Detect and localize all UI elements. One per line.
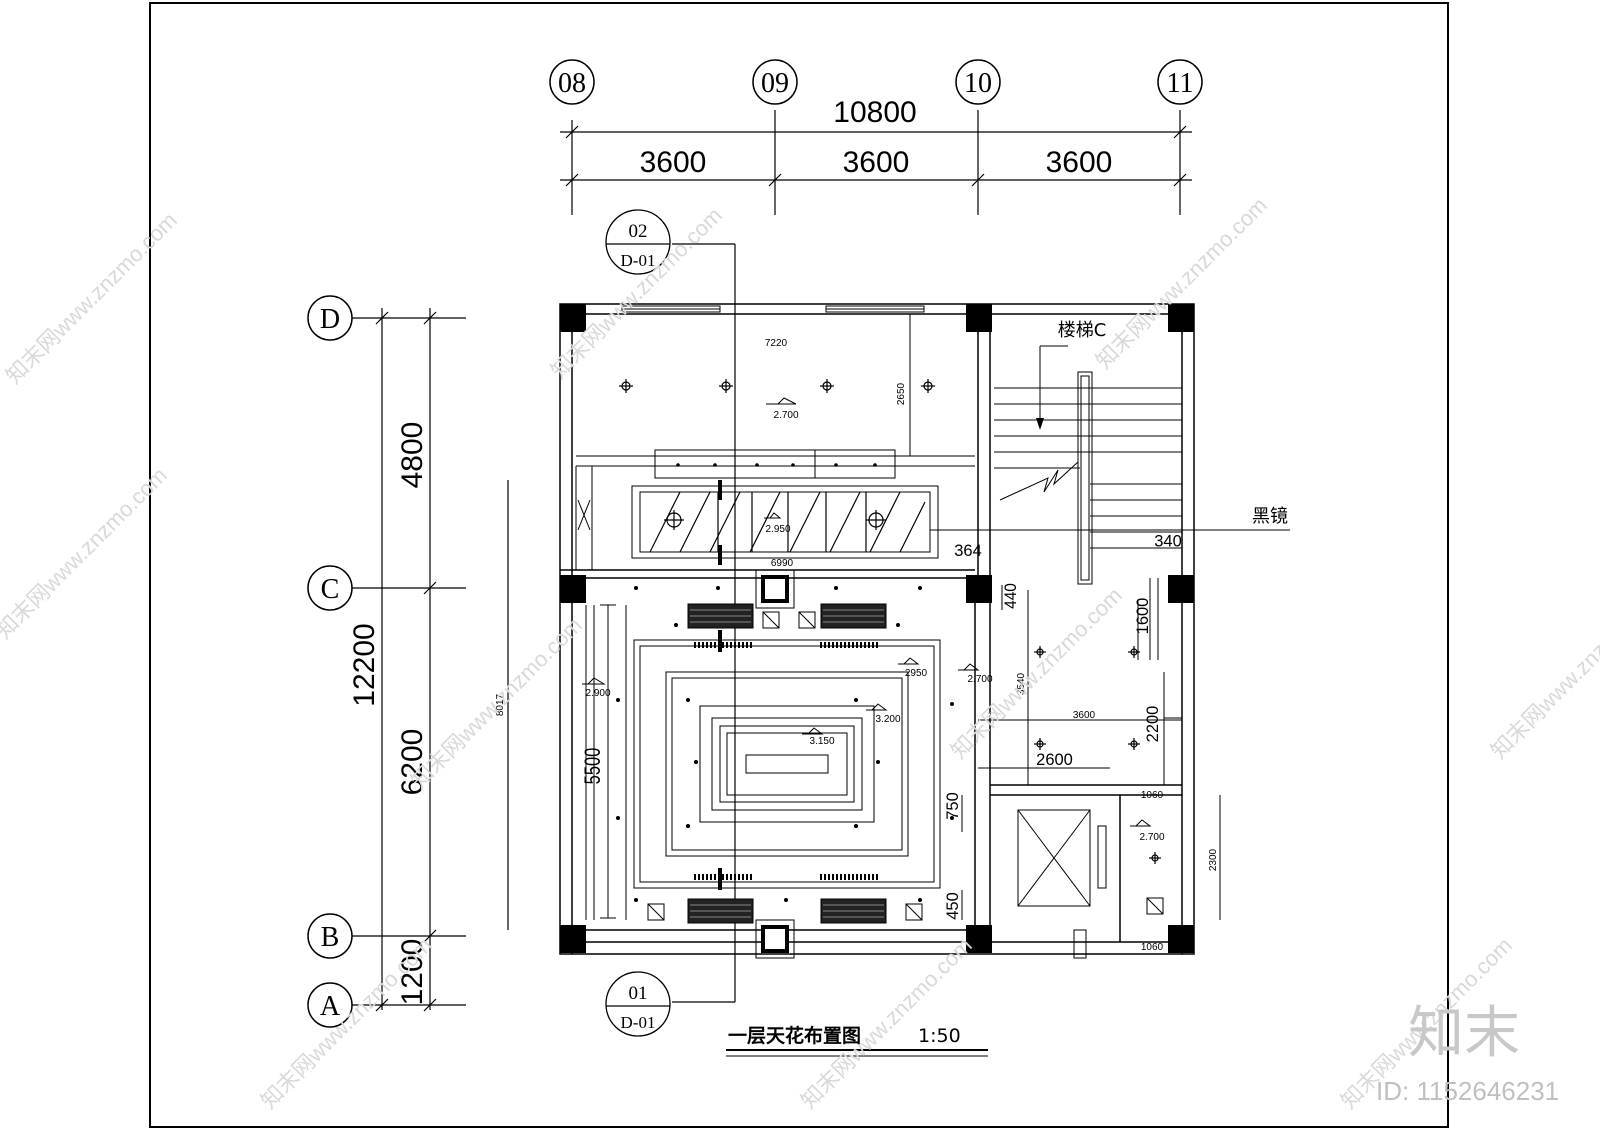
downlight-icons-right: [1034, 646, 1161, 864]
inner-dimension-lines: [600, 585, 1221, 920]
diffuser-lines: [690, 609, 884, 918]
section-mark-02: 02 D-01: [605, 209, 671, 275]
level-7: 3.150: [809, 736, 834, 747]
dim-top-span-1: 3600: [640, 146, 707, 179]
dim-2600: 2600: [1036, 751, 1073, 769]
dim-left-span-1: 4800: [396, 422, 429, 489]
section-01-num: 01: [629, 983, 648, 1004]
right-zone: [1017, 578, 1182, 959]
dim-1060-top: 1060: [1141, 790, 1164, 801]
axis-bubble-A: [307, 982, 353, 1028]
drawing-title: 一层天花布置图: [728, 1024, 861, 1047]
level-4: 2950: [905, 668, 928, 679]
watermark-text-7: 知末网www.znzmo.com: [1486, 582, 1600, 763]
brand-logo-text: 知末: [1408, 1001, 1520, 1066]
grid-bubbles-columns: 08 09 10 11: [549, 59, 1203, 105]
dim-2300: 2300: [1208, 848, 1219, 871]
black-mirror-panel: [649, 491, 926, 553]
axis-bubble-11: [1157, 59, 1203, 105]
dim-6990: 6990: [771, 558, 794, 569]
watermark-text-1: 知末网www.znzmo.com: [1, 207, 182, 388]
access-panels: [647, 611, 1164, 921]
axis-label-B: B: [321, 922, 340, 953]
axis-label-11: 11: [1167, 68, 1194, 99]
dim-3540: 3540: [1016, 672, 1027, 695]
axis-label-09: 09: [761, 68, 789, 99]
level-8: 2.700: [1139, 832, 1164, 843]
dim-5500: 5500: [581, 747, 606, 784]
axis-bubble-D: [307, 295, 353, 341]
level-2: 2.950: [765, 524, 790, 535]
axis-bubble-B: [307, 913, 353, 959]
axis-bubble-C: [307, 565, 353, 611]
axis-label-A: A: [320, 991, 341, 1022]
upper-room: [575, 314, 975, 570]
dim-750: 750: [944, 792, 962, 820]
dim-left-total: 12200: [348, 623, 381, 706]
main-ceiling: [585, 605, 941, 920]
recessed-lights: [616, 586, 954, 902]
windows-top: [621, 305, 925, 313]
dim-left-inner: 8017: [495, 693, 506, 716]
stair-label: 楼梯C: [1058, 320, 1107, 341]
level-6: 3.200: [875, 714, 900, 725]
spot-dots-cabinet: [676, 463, 877, 467]
watermark-text-4: 知末网www.znzmo.com: [0, 462, 172, 643]
dim-2650: 2650: [896, 382, 907, 405]
axis-bubble-10: [955, 59, 1001, 105]
dim-1600: 1600: [1134, 598, 1152, 635]
section-02-sheet: D-01: [621, 251, 656, 270]
stair-c: [994, 345, 1182, 585]
grid-bubbles-rows: D C B A: [307, 295, 353, 1028]
column-outlines: [755, 569, 795, 959]
sheet-frame: [149, 2, 1449, 1128]
dim-2200: 2200: [1144, 706, 1162, 743]
watermark-text-6: 知末网www.znzmo.com: [946, 582, 1127, 763]
dim-top-span-2: 3600: [843, 146, 910, 179]
axis-label-C: C: [321, 574, 340, 605]
section-mark-01: 01 D-01: [605, 971, 671, 1037]
level-5: 2.700: [967, 674, 992, 685]
dim-7220: 7220: [765, 338, 788, 349]
dim-364: 364: [954, 542, 982, 560]
stair-arrow-icon: [1036, 418, 1044, 430]
axis-label-10: 10: [964, 68, 992, 99]
dim-3600-inner: 3600: [1073, 710, 1096, 721]
section-02-num: 02: [629, 221, 648, 242]
axis-label-D: D: [320, 304, 340, 335]
level-markers: [582, 397, 1152, 827]
level-3: 2.900: [585, 688, 610, 699]
image-id-text: ID: 1152646231: [1376, 1076, 1559, 1106]
column-inner-marks: [765, 579, 785, 949]
dim-440: 440: [1003, 583, 1021, 609]
watermark-text-8: 知末网www.znzmo.com: [256, 932, 437, 1113]
black-mirror-label: 黑镜: [1252, 506, 1288, 527]
left-dimensions: [352, 308, 509, 1012]
axis-bubble-08: [549, 59, 595, 105]
drawing-scale: 1:50: [918, 1025, 961, 1047]
downlight-icons-upper: [619, 379, 935, 530]
axis-label-08: 08: [558, 68, 586, 99]
dim-top-total: 10800: [833, 96, 916, 129]
watermark-text-9: 知末网www.znzmo.com: [796, 932, 977, 1113]
axis-bubble-09: [752, 59, 798, 105]
dim-top-span-3: 3600: [1046, 146, 1113, 179]
dim-left-span-2: 6200: [396, 729, 429, 796]
slot-grilles: [694, 642, 880, 880]
section-01-sheet: D-01: [621, 1013, 656, 1032]
level-1: 2.700: [773, 410, 798, 421]
dim-left-span-3: 1200: [396, 939, 429, 1006]
dim-450: 450: [944, 892, 962, 920]
dim-340: 340: [1154, 533, 1182, 551]
watermark-layer: 知末网www.znzmo.com 知末网www.znzmo.com 知末网www…: [0, 192, 1600, 1113]
top-dimensions: [560, 110, 1192, 215]
dim-1060-bottom: 1060: [1141, 942, 1164, 953]
